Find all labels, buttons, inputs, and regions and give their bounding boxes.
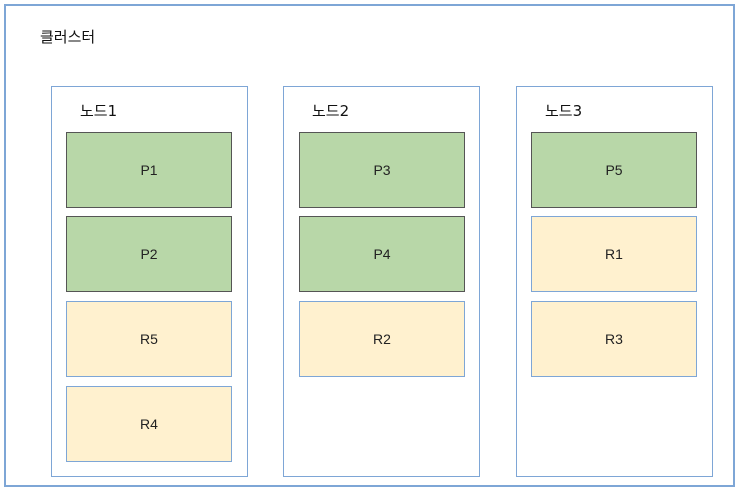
primary-shard-block: P2 bbox=[66, 216, 232, 292]
replica-shard-block: R2 bbox=[299, 301, 465, 377]
node-1: 노드1 P1 P2 R5 R4 bbox=[51, 86, 248, 477]
primary-shard-block: P3 bbox=[299, 132, 465, 208]
primary-shard-block: P4 bbox=[299, 216, 465, 292]
node-title: 노드2 bbox=[312, 102, 350, 120]
primary-shard-block: P5 bbox=[531, 132, 697, 208]
replica-shard-block: R4 bbox=[66, 386, 232, 462]
primary-shard-block: P1 bbox=[66, 132, 232, 208]
node-title: 노드3 bbox=[545, 102, 583, 120]
replica-shard-block: R5 bbox=[66, 301, 232, 377]
node-title: 노드1 bbox=[80, 102, 118, 120]
node-2: 노드2 P3 P4 R2 bbox=[283, 86, 480, 477]
node-3: 노드3 P5 R1 R3 bbox=[516, 86, 713, 477]
cluster-container: 클러스터 노드1 P1 P2 R5 R4 노드2 P3 P4 R2 노드3 P5… bbox=[4, 4, 735, 487]
cluster-title: 클러스터 bbox=[40, 28, 96, 46]
replica-shard-block: R1 bbox=[531, 216, 697, 292]
replica-shard-block: R3 bbox=[531, 301, 697, 377]
